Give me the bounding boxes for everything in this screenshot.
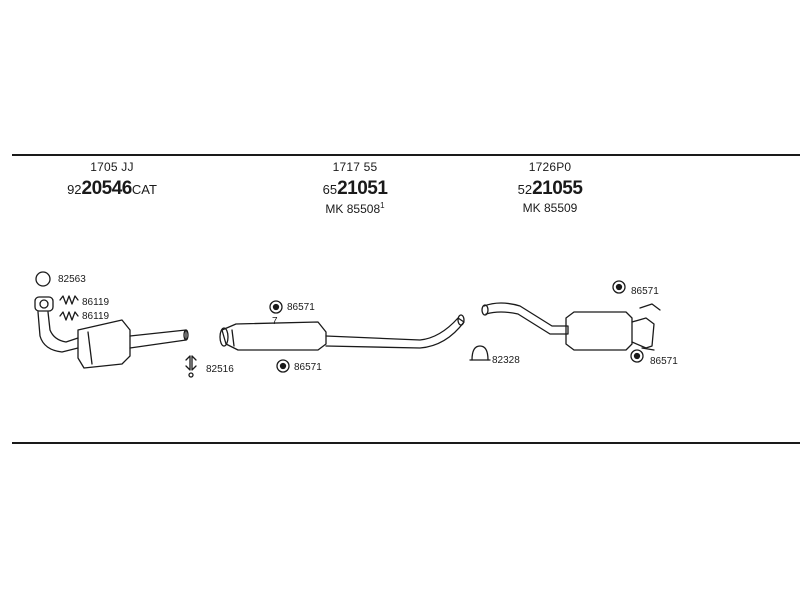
intermediate-pipe-icon bbox=[325, 317, 465, 349]
part-suffix: CAT bbox=[131, 182, 157, 197]
part-code-middle-silencer: 1717 55 6521051 MK 855081 bbox=[305, 161, 405, 215]
part-number: 9220546CAT bbox=[62, 179, 162, 198]
part-number: 5221055 bbox=[500, 179, 600, 198]
mounting-kit-number: MK 85508 bbox=[325, 202, 381, 216]
part-code-top: 1726P0 bbox=[528, 160, 572, 174]
callout-mid-top: 86571 bbox=[287, 302, 315, 313]
part-prefix: 52 bbox=[517, 182, 533, 197]
spring-top-icon bbox=[59, 295, 79, 305]
callout-mid-bottom: 86571 bbox=[294, 362, 322, 373]
rear-silencer-assembly bbox=[469, 280, 661, 363]
catalytic-converter-icon bbox=[37, 311, 189, 369]
part-main-number: 21051 bbox=[337, 178, 388, 199]
callout-ring: 82563 bbox=[58, 274, 86, 285]
rear-pipe-icon bbox=[483, 302, 569, 335]
rubber-hanger-rear-top-icon bbox=[612, 280, 626, 294]
mounting-kit: MK 85509 bbox=[500, 202, 600, 214]
part-code-catalyst: 1705 JJ 9220546CAT bbox=[62, 161, 162, 198]
part-code-rear-silencer: 1726P0 5221055 MK 85509 bbox=[500, 161, 600, 214]
mounting-kit-number: MK 85509 bbox=[522, 201, 578, 215]
callout-rear-top: 86571 bbox=[631, 286, 659, 297]
middle-silencer-icon bbox=[221, 321, 327, 351]
rubber-hanger-bottom-icon bbox=[276, 359, 290, 373]
catalyst-assembly bbox=[34, 271, 197, 378]
top-rule bbox=[12, 154, 800, 156]
rubber-hanger-top-icon bbox=[269, 300, 283, 314]
callout-hanger-mid: 82328 bbox=[492, 355, 520, 366]
part-main-number: 20546 bbox=[81, 178, 133, 199]
callout-spring-bottom: 86119 bbox=[82, 311, 110, 322]
part-prefix: 92 bbox=[67, 182, 82, 197]
flange-gasket-icon bbox=[34, 296, 54, 312]
spring-bottom-icon bbox=[59, 311, 79, 321]
bottom-rule bbox=[12, 442, 800, 444]
part-code-top: 1705 JJ bbox=[90, 160, 134, 174]
middle-silencer-assembly bbox=[219, 300, 465, 373]
part-main-number: 21055 bbox=[532, 178, 583, 199]
mounting-kit-footnote: 1 bbox=[380, 201, 385, 210]
callout-spring-top: 86119 bbox=[82, 297, 110, 308]
u-hanger-icon bbox=[471, 345, 489, 361]
callout-mid-mark: 7 bbox=[272, 316, 278, 327]
mounting-kit: MK 855081 bbox=[305, 201, 405, 216]
rubber-hanger-rear-bottom-icon bbox=[630, 349, 644, 363]
part-number: 6521051 bbox=[305, 179, 405, 198]
callout-rear-bottom: 86571 bbox=[650, 356, 678, 367]
rear-silencer-icon bbox=[565, 311, 633, 351]
sealing-ring-icon bbox=[35, 271, 51, 287]
part-code-top: 1717 55 bbox=[332, 160, 378, 174]
clamp-icon bbox=[185, 355, 197, 378]
part-prefix: 65 bbox=[322, 182, 338, 197]
callout-clamp: 82516 bbox=[206, 364, 234, 375]
